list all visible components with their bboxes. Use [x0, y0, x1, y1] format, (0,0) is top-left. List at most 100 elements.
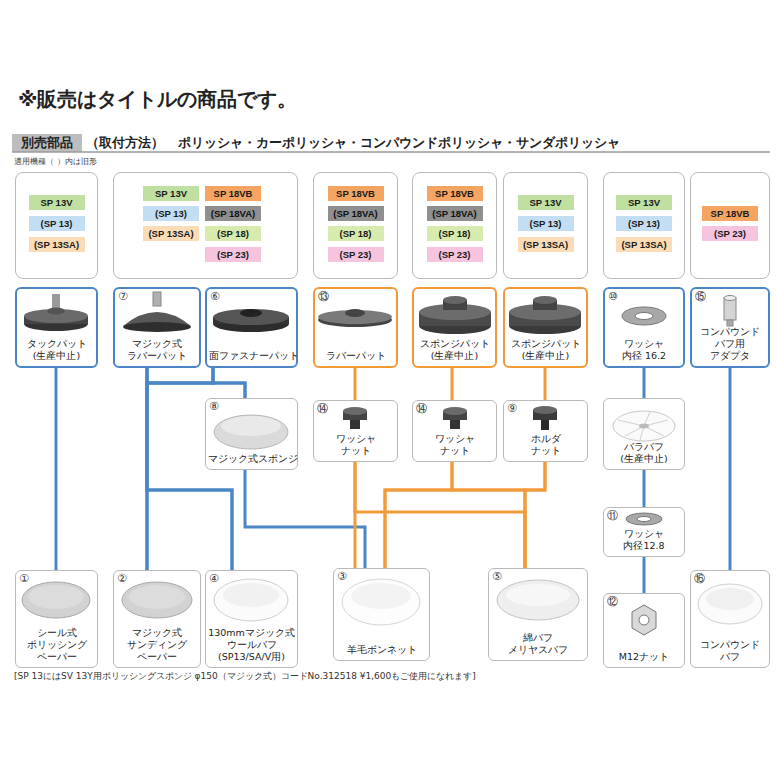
model-tag: (SP 18): [205, 226, 261, 241]
model-group-box: SP 18VB(SP 18VA)(SP 18)(SP 23): [412, 172, 497, 279]
model-group-box: SP 18VB(SP 18VA)(SP 18)(SP 23): [313, 172, 398, 279]
pad-disc: [213, 317, 289, 324]
part-name: コンパウンド バフ: [693, 639, 767, 663]
pad-disc: [318, 310, 392, 324]
pad-disc: [24, 317, 88, 331]
pad-disc: [24, 309, 88, 323]
part-box: ⑯ コンパウンド バフ: [690, 570, 770, 668]
connector-line: [245, 470, 365, 568]
connector-line: [643, 470, 646, 507]
model-tag: SP 18VB: [427, 186, 483, 201]
model-tag: (SP 13SA): [29, 237, 85, 252]
header-rule: [12, 151, 770, 153]
connector-line: [385, 462, 545, 568]
pad-disc: [419, 318, 491, 334]
pad-disc: [24, 316, 88, 324]
part-box: スポンジパット (生産中止): [412, 287, 497, 368]
header-text: 適用機種（ ）内は旧形: [14, 156, 97, 167]
model-tag: (SP 13SA): [616, 237, 672, 252]
model-tag: (SP 23): [427, 247, 483, 262]
pad-disc: [419, 304, 491, 320]
callout-number: ⑭: [317, 402, 328, 415]
part-box: ② マジック式 サンディング ペーパー: [113, 570, 201, 668]
callout-number: ⑫: [607, 595, 618, 608]
nut-hole: [639, 615, 649, 625]
callout-number: ⑥: [210, 290, 220, 303]
callout-number: ⑮: [695, 290, 706, 303]
connector-line: [452, 462, 525, 568]
model-tag: (SP 13): [616, 216, 672, 231]
cotton-buff: [497, 580, 579, 620]
part-box: ⑩ ワッシャ 内径 16.2: [603, 287, 685, 368]
section-tab: 別売部品: [12, 134, 82, 152]
nut-top: [343, 407, 367, 415]
pad-shaft: [52, 294, 60, 308]
part-box: タックパット (生産中止): [15, 287, 98, 368]
part-name: ワッシャ 内径 16.2: [613, 338, 675, 362]
paper-disc: [122, 582, 192, 618]
nut-stem: [541, 420, 549, 430]
nut-stem: [450, 420, 460, 429]
model-group-box: SP 13V(SP 13)(SP 13SA): [15, 172, 98, 279]
part-box: ⑭ ワッシャ ナット: [412, 400, 497, 462]
part-name: マジック式 サンディング ペーパー: [116, 627, 198, 663]
washer-hole: [637, 517, 651, 522]
connector-line: [643, 368, 646, 398]
model-tag: SP 18VB: [328, 186, 384, 201]
bonnet-texture: [351, 583, 411, 609]
connector-line: [355, 462, 525, 568]
connector-line: [385, 462, 452, 568]
sponge: [214, 415, 288, 449]
callout-number: ⑯: [694, 572, 705, 585]
part-name: マジック式スポンジ: [208, 453, 295, 465]
callout-number: ⑨: [507, 402, 517, 415]
model-tag: (SP 18VA): [427, 206, 483, 221]
callout-number: ⑧: [209, 400, 219, 413]
part-box: ③羊毛ボンネット: [333, 568, 430, 661]
part-name: バラバフ (生産中止): [606, 441, 682, 465]
notice-heading: ※販売はタイトルの商品です。: [18, 86, 297, 112]
model-group-box: SP 18VB(SP 23): [690, 172, 770, 279]
part-box: ⑧ マジック式スポンジ: [205, 398, 298, 470]
buff-texture: [706, 588, 754, 610]
connector-line: [55, 368, 58, 570]
pad-hub: [345, 309, 365, 317]
callout-number: ⑭: [416, 402, 427, 415]
part-box: ⑪ワッシャ 内径12.8: [603, 507, 685, 557]
model-tag: (SP 23): [205, 247, 261, 262]
cotton-texture: [506, 584, 570, 606]
callout-number: ⑩: [608, 290, 618, 303]
bonnet: [342, 579, 420, 625]
callout-number: ③: [337, 570, 347, 583]
model-tag: (SP 23): [702, 226, 758, 241]
part-box: ⑬ラバーパット: [313, 287, 398, 368]
buff-disc: [613, 411, 675, 441]
part-name: スポンジパット (生産中止): [507, 338, 584, 362]
washer-ring: [622, 307, 666, 325]
model-group-box: SP 13V(SP 13)(SP 13SA): [603, 172, 685, 279]
nut-top: [443, 407, 467, 415]
part-name: マジック式 ラバーパット: [117, 338, 197, 362]
part-box: ⑦ マジック式 ラバーパット: [113, 287, 201, 368]
washer-hole: [635, 313, 653, 320]
callout-number: ②: [117, 572, 127, 585]
part-box: ⑮コンパウンド バフ用 アダプタ: [690, 287, 770, 368]
compound-buff: [698, 584, 762, 624]
callout-number: ⑦: [118, 290, 128, 303]
callout-number: ①: [19, 572, 29, 585]
pad-hub: [533, 296, 557, 304]
sponge-top: [221, 416, 281, 436]
connector-line: [729, 368, 732, 570]
part-box: ⑫M12ナット: [603, 593, 685, 668]
pad-disc: [509, 318, 581, 334]
part-name: スポンジパット (生産中止): [416, 338, 493, 362]
nut-stem: [350, 420, 360, 429]
pad-hub: [443, 296, 467, 304]
adapter-body: [724, 298, 736, 320]
part-name: ワッシャ ナット: [415, 433, 494, 457]
part-box: ⑤綿バフ メリヤスバフ: [488, 568, 588, 661]
model-tag: (SP 13): [143, 206, 199, 221]
model-tag: (SP 13): [29, 216, 85, 231]
model-tag: (SP 13): [518, 216, 574, 231]
